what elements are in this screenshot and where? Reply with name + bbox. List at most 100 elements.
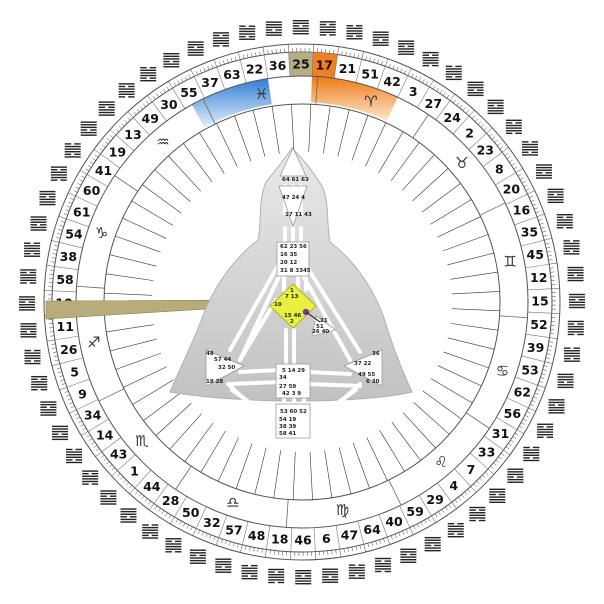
tan-gate-highlight — [288, 51, 314, 77]
gate-spoke — [412, 168, 449, 202]
gate-number: 44 — [143, 479, 161, 494]
spleen-gates-18-28: 18 28 — [206, 379, 223, 385]
gate-number: 41 — [95, 163, 112, 178]
gate-spoke — [123, 366, 167, 388]
gate-spoke — [422, 390, 462, 420]
gate-number: 24 — [443, 110, 461, 125]
hexagram-glyph — [40, 401, 57, 416]
gate-spoke — [450, 271, 498, 280]
gate-number: 3 — [409, 84, 418, 99]
g-gate-10: 10 — [274, 302, 282, 308]
gate-spoke — [143, 391, 183, 421]
hexagram-glyph — [567, 266, 584, 282]
hexagram-glyph — [322, 568, 339, 583]
gate-number: 58 — [56, 272, 73, 287]
spleen-gate-48: 48 — [206, 351, 214, 357]
gate-number: 32 — [203, 515, 220, 530]
sacral-gates-top: 5 14 29 — [282, 368, 305, 374]
gate-number: 56 — [504, 406, 522, 421]
hexagram-glyph — [567, 320, 584, 336]
gate-spoke — [451, 308, 500, 312]
gate-spoke — [366, 437, 388, 481]
hexagram-glyph — [400, 548, 417, 564]
gate-spoke — [131, 200, 174, 226]
g-gates-15-46: 15 46 — [284, 313, 301, 319]
ajna-gates: 47 24 4 — [282, 195, 305, 201]
gate-number: 27 — [425, 96, 442, 111]
solar-gate-36: 36 — [372, 351, 380, 357]
gate-spoke — [106, 324, 154, 333]
hexagram-glyph — [372, 31, 389, 46]
aquarius-icon: ♒ — [156, 133, 169, 151]
hexagram-glyph — [487, 99, 504, 115]
hexagram-glyph — [24, 349, 41, 365]
gate-number: 5 — [70, 365, 79, 380]
hexagram-glyph — [30, 216, 47, 231]
gate-spoke — [292, 451, 296, 500]
hexagram-glyph — [568, 293, 585, 309]
gate-number: 4 — [449, 478, 458, 493]
hexagram-glyph — [563, 347, 580, 362]
gate-spoke — [169, 413, 202, 450]
hexagram-glyph — [120, 508, 137, 523]
gate-number: 64 — [363, 522, 381, 537]
g-gates-7-13: 7 13 — [285, 294, 299, 300]
gate-spoke — [122, 217, 167, 239]
gate-spoke — [199, 132, 225, 174]
hexagram-glyph — [19, 296, 36, 311]
gate-number: 33 — [478, 445, 495, 460]
hexagram-glyph — [98, 101, 115, 116]
hexagram-glyph — [374, 557, 391, 573]
gate-number: 6 — [322, 531, 331, 546]
gate-number: 21 — [339, 61, 356, 76]
gate-spoke — [413, 402, 450, 435]
gate-spokes — [104, 104, 500, 500]
gate-number: 28 — [162, 493, 179, 508]
gate-spoke — [110, 338, 157, 352]
scorpio-icon: ♏ — [135, 432, 149, 450]
sagittarius-icon: ♐ — [87, 333, 100, 351]
gate-spoke — [183, 143, 213, 183]
heart-gate-51: 51 — [316, 324, 324, 330]
sacral-gate-34: 34 — [279, 375, 287, 381]
hexagram-glyph — [447, 522, 464, 538]
gate-spoke — [252, 110, 266, 157]
hexagram-glyph — [187, 41, 204, 56]
hexagram-glyph — [422, 51, 439, 67]
gate-number: 46 — [294, 532, 312, 547]
solar-gates-37-22: 37 22 — [354, 361, 371, 367]
throat-center — [276, 241, 310, 277]
gate-number: 60 — [83, 183, 101, 198]
gate-number: 57 — [225, 523, 242, 538]
orange-highlight-arc — [310, 76, 398, 121]
heart-gate-21: 21 — [320, 318, 328, 324]
gate-number: 23 — [477, 143, 494, 158]
sacral-center — [275, 363, 311, 399]
capricorn-icon: ♑ — [95, 224, 108, 242]
gate-spoke — [378, 131, 404, 174]
hexagram-glyph — [547, 188, 564, 204]
hexagram-glyph — [424, 536, 441, 552]
gate-spoke — [132, 379, 174, 405]
spleen-center — [205, 349, 245, 387]
hexagram-glyph — [319, 21, 336, 36]
bodygraph: 64 61 63 47 24 4 17 11 43 62 23 56 16 35… — [205, 147, 383, 439]
hexagram-glyph — [142, 524, 159, 539]
gate-number: 17 — [316, 58, 333, 73]
gate-number: 19 — [109, 144, 126, 159]
hexagram-glyph — [521, 141, 538, 156]
gate-spoke — [115, 235, 161, 253]
outer-circle — [43, 43, 561, 561]
head-center — [279, 147, 307, 177]
hexagram-glyph — [535, 164, 552, 179]
highlight-arcs — [191, 51, 398, 128]
root-gates-top: 53 60 52 — [280, 409, 307, 415]
root-gates-54-19: 54 19 — [279, 417, 296, 423]
gate-spoke — [402, 154, 435, 191]
hexagram-glyph — [239, 25, 256, 40]
gate-number: 1 — [130, 464, 139, 479]
g-center — [269, 283, 317, 329]
gate-spoke — [154, 169, 191, 202]
hexagram-glyph — [82, 470, 99, 485]
